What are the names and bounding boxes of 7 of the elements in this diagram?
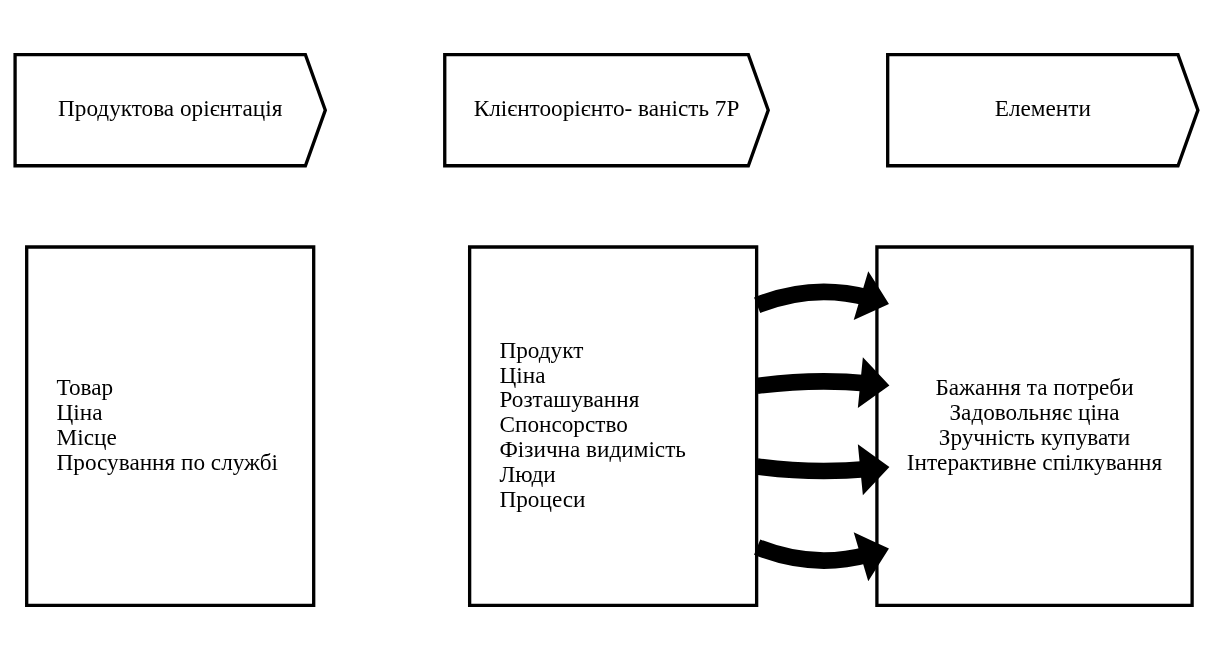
arrow: [756, 444, 890, 496]
node-box: Бажання та потреби Задовольняє ціна Зручність купувати Інтерактивне спілкування: [875, 245, 1194, 607]
arrow: [754, 532, 889, 582]
arrow: [756, 357, 890, 409]
arrow: [754, 271, 889, 321]
node-box: Товар Ціна Місце Просування по службі: [25, 245, 316, 607]
node-box: Продукт Ціна Розташування Спонсорство Фізична видимість Люди Процеси: [467, 245, 759, 607]
